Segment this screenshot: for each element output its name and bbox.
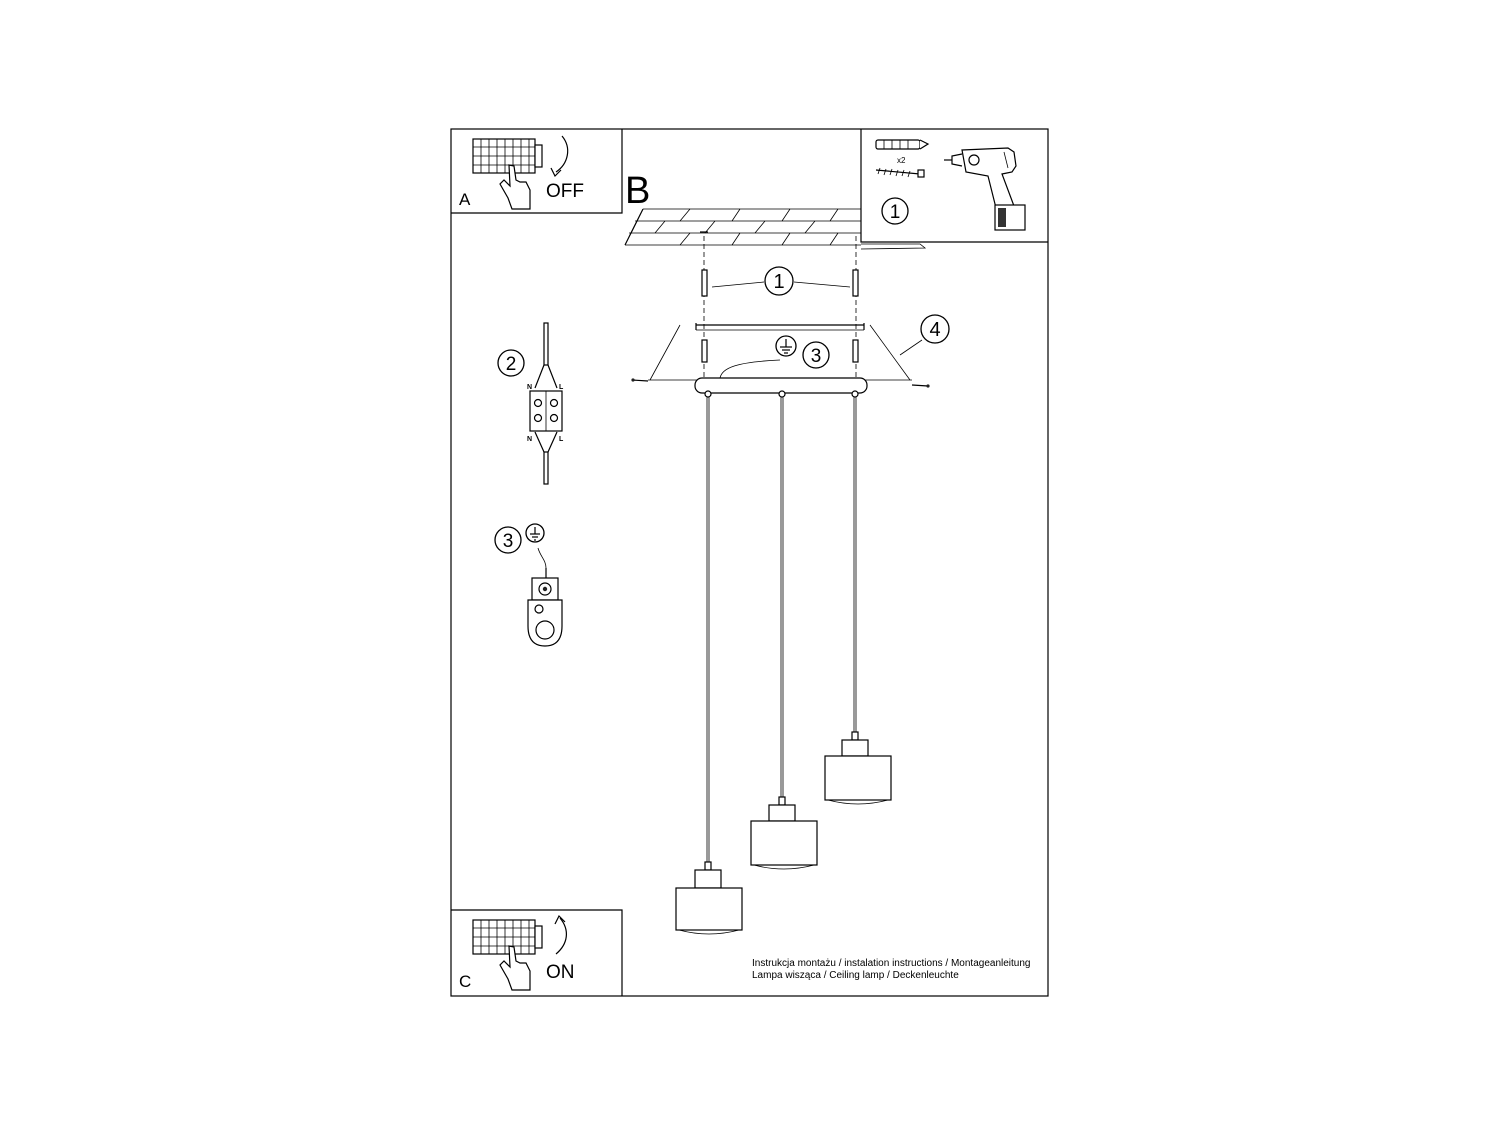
svg-text:L: L xyxy=(559,384,564,391)
instruction-caption: Instrukcja montażu / instalation instruc… xyxy=(752,958,1031,982)
hand-icon xyxy=(499,945,531,991)
page-frame xyxy=(450,128,1049,997)
pendant-shade-3 xyxy=(824,731,892,805)
quantity-label: x2 xyxy=(897,156,906,165)
svg-text:N: N xyxy=(527,384,532,391)
mounting-bar xyxy=(694,377,868,398)
panel-c-letter: C xyxy=(459,972,471,991)
callout-4-canopy: 4 xyxy=(899,314,950,356)
pendant-shade-2 xyxy=(750,796,818,870)
svg-text:L: L xyxy=(559,436,564,443)
pendant-shade-1 xyxy=(675,861,743,935)
callout-1-screws: 1 xyxy=(711,266,851,296)
arrow-up-icon xyxy=(554,914,567,955)
svg-text:1: 1 xyxy=(773,271,784,293)
wall-plug-icon xyxy=(875,139,930,150)
earth-detail: 3 xyxy=(494,523,563,647)
drill-icon xyxy=(944,147,1026,231)
ceiling-bricks xyxy=(624,208,927,250)
wall-plug-icon xyxy=(701,269,859,297)
svg-text:1: 1 xyxy=(890,202,901,223)
panel-b-letter: B xyxy=(625,170,650,212)
caption-line-2: Lampa wisząca / Ceiling lamp / Deckenleu… xyxy=(752,970,959,981)
earth-icon xyxy=(780,339,792,354)
callout-3-earth: 3 xyxy=(494,526,522,554)
svg-text:3: 3 xyxy=(811,346,822,367)
svg-text:4: 4 xyxy=(929,319,940,341)
panel-a-action: OFF xyxy=(546,181,584,202)
screw-icon xyxy=(875,167,925,178)
hand-icon xyxy=(499,164,531,210)
svg-text:3: 3 xyxy=(503,531,514,552)
fuse-box-icon xyxy=(472,138,543,174)
panel-c: ON C xyxy=(451,909,623,996)
wiring-detail: 2 N L N L xyxy=(497,322,564,485)
tools-panel: x2 1 xyxy=(860,129,1048,243)
canopy-cover xyxy=(631,323,930,388)
earth-connection: 3 xyxy=(719,335,830,379)
svg-text:2: 2 xyxy=(506,354,517,375)
fuse-box-icon xyxy=(472,919,543,955)
panel-a-letter: A xyxy=(459,190,471,209)
callout-2-wiring: 2 xyxy=(497,349,525,377)
panel-a: OFF A xyxy=(451,129,623,214)
earth-icon xyxy=(530,527,540,541)
callout-1-tools: 1 xyxy=(881,197,909,225)
caption-line-1: Instrukcja montażu / instalation instruc… xyxy=(752,958,1031,969)
svg-text:N: N xyxy=(527,436,532,443)
terminal-block-icon xyxy=(529,390,563,432)
earth-terminal-icon xyxy=(527,577,563,647)
suspension-cables xyxy=(706,397,857,862)
panel-c-action: ON xyxy=(546,962,575,983)
arrow-down-icon xyxy=(550,135,569,178)
